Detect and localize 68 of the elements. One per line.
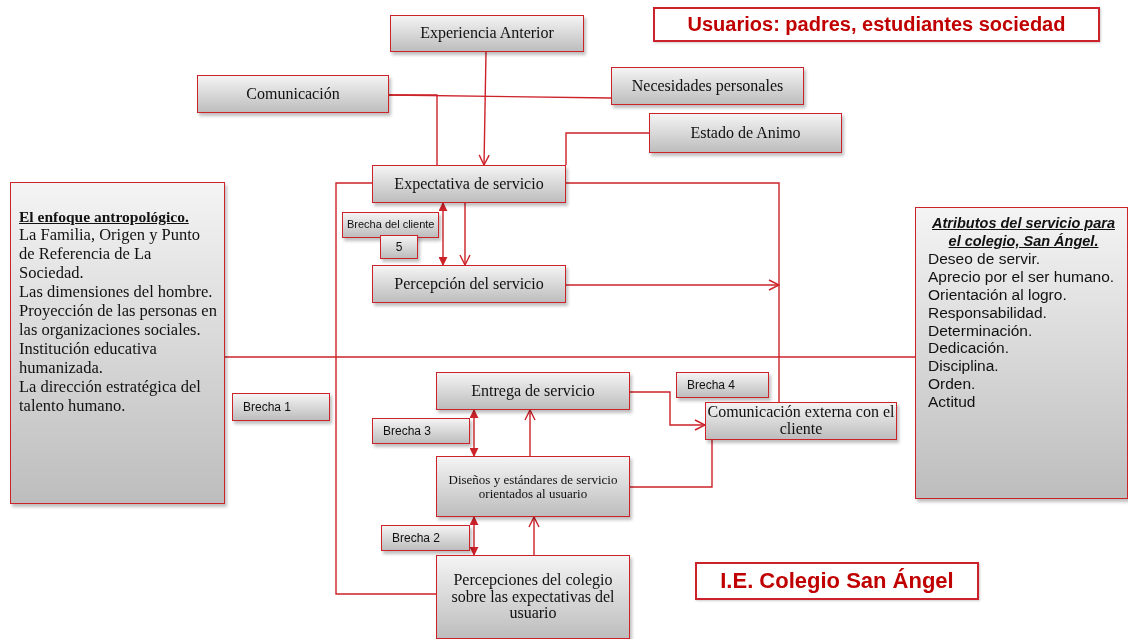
list-item-text: Actitud (928, 392, 977, 411)
connector-line (565, 182, 780, 403)
gap-label-box (380, 235, 418, 259)
arrow (565, 279, 780, 291)
list-item-text: Dedicación. (928, 339, 1010, 358)
list-item-text: La Familia, Origen y Punto de Referencia de La Sociedad. (19, 226, 202, 284)
gap-label: 5 (395, 240, 403, 254)
box-label: Diseños y estándares de servicio orientados al usuario (447, 472, 619, 501)
process-box (436, 555, 630, 639)
box-label: Estado de Animo (690, 124, 801, 142)
box-label: Comunicación externa con el cliente (706, 404, 896, 438)
gap-label: Brecha 3 (383, 424, 432, 438)
box-label: Expectativa de servicio (394, 175, 544, 193)
heading-text: El enfoque antropológico. (19, 207, 190, 227)
list-item-text: Orientación al logro. (928, 285, 1068, 304)
arrow (459, 202, 471, 266)
list-item-text: Disciplina. (928, 357, 1000, 375)
title-text: Usuarios: padres, estudiantes sociedad (687, 13, 1066, 36)
list-item-text: Determinación. (928, 321, 1034, 340)
gap-label-box (676, 372, 769, 398)
arrow (438, 202, 448, 266)
title-box (653, 7, 1100, 42)
note-box (915, 207, 1128, 499)
gap-label-box (342, 212, 439, 238)
box-label: Entrega de servicio (471, 382, 595, 400)
list-item-text: Las dimensiones del hombre. (19, 283, 214, 303)
process-box (197, 75, 389, 113)
list-item-text: Institución educativa humanizada. (19, 340, 158, 379)
title-box (695, 562, 979, 600)
box-label: Experiencia Anterior (420, 25, 554, 42)
box-label: Percepción del servicio (394, 275, 544, 293)
connector-line (335, 182, 437, 595)
list-item-text: La dirección estratégica del talento humano. (19, 378, 202, 417)
process-box (436, 372, 630, 410)
gap-label-box (381, 525, 470, 551)
process-box (436, 456, 630, 517)
process-box (390, 15, 584, 52)
box-label: Comunicación (246, 85, 340, 103)
connector-line (629, 439, 713, 488)
process-box (649, 113, 842, 153)
arrow (528, 516, 540, 556)
list-item-text: Orden. (928, 374, 977, 393)
gap-label: Brecha 2 (392, 531, 441, 545)
process-box (611, 67, 804, 105)
note-box (10, 182, 225, 504)
gap-label: Brecha 1 (243, 400, 292, 414)
title-text: I.E. Colegio San Ángel (720, 568, 954, 594)
gap-label: Brecha 4 (687, 378, 736, 392)
gap-label-box (372, 418, 470, 444)
process-box (372, 165, 566, 203)
list-item-text: Responsabilidad. (928, 303, 1048, 322)
connector-line (565, 132, 650, 166)
list-item-text: Proyección de las personas en las organizaciones sociales. (19, 302, 218, 341)
process-box (372, 265, 566, 303)
heading-text: Atributos del servicio para el colegio, San Ángel. (931, 214, 1116, 251)
arrow (469, 516, 479, 556)
arrow (629, 391, 706, 431)
connector-line (388, 94, 612, 99)
list-item-text: Deseo de servir. (928, 250, 1041, 269)
box-label: Percepciones del colegio sobre las expectativas del usuario (450, 571, 616, 623)
gap-label-box (232, 393, 330, 421)
box-label: Necesidades personales (631, 77, 784, 95)
arrow (469, 409, 479, 457)
connector-line (224, 356, 916, 358)
arrow (524, 409, 536, 457)
list-item-text: Aprecio por el ser humano. (928, 268, 1116, 286)
arrow (478, 51, 490, 166)
gap-label: Brecha del cliente (347, 219, 435, 231)
